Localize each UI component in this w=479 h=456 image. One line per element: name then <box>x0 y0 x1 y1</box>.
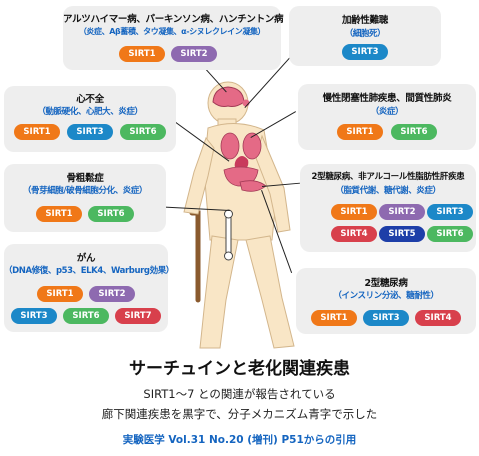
sirt6-badge: SIRT6 <box>63 308 109 324</box>
nafld-title: 2型糖尿病、非アルコール性脂肪性肝疾患 <box>311 172 465 182</box>
neurodegenerative-panel: アルツハイマー病、パーキンソン病、ハンチントン病 （炎症、Aβ蓄積、タウ凝集、α… <box>63 6 284 70</box>
neurodegenerative-title: アルツハイマー病、パーキンソン病、ハンチントン病 <box>63 14 284 25</box>
heart-failure-title: 心不全 <box>76 94 104 105</box>
sirt4-badge: SIRT4 <box>331 226 377 242</box>
caption-line-1: SIRT1〜7 との関連が報告されている <box>143 387 336 401</box>
sirt3-badge: SIRT3 <box>363 310 409 326</box>
femur-bone <box>224 209 233 261</box>
sirt3-badge: SIRT3 <box>67 124 113 140</box>
type2-diabetes-panel: 2型糖尿病 （インスリン分泌、糖耐性） SIRT1 SIRT3 SIRT4 <box>296 268 476 334</box>
sirt4-badge: SIRT4 <box>415 310 461 326</box>
copd-panel: 慢性閉塞性肺疾患、間質性肺炎 （炎症） SIRT1 SIRT6 <box>298 84 476 150</box>
type2-diabetes-mechanism: （インスリン分泌、糖耐性） <box>333 291 439 301</box>
sirt1-badge: SIRT1 <box>14 124 60 140</box>
sirt1-badge: SIRT1 <box>331 204 377 220</box>
sirt1-badge: SIRT1 <box>119 46 165 62</box>
nafld-panel: 2型糖尿病、非アルコール性脂肪性肝疾患 （脂質代謝、糖代謝、炎症） SIRT1 … <box>300 164 476 252</box>
hearing-loss-title: 加齢性難聴 <box>341 15 388 26</box>
sirt2-badge: SIRT2 <box>171 46 217 62</box>
sirt1-badge: SIRT1 <box>337 124 383 140</box>
sirt2-badge: SIRT2 <box>379 204 425 220</box>
sirt5-badge: SIRT5 <box>379 226 425 242</box>
caption-line-2: 廊下関連疾患を黒字で、分子メカニズム青字で示した <box>101 407 378 421</box>
figure-title: サーチュインと老化関連疾患 <box>129 359 350 379</box>
sirt6-badge: SIRT6 <box>427 226 473 242</box>
sirt6-badge: SIRT6 <box>88 206 134 222</box>
nafld-mechanism: （脂質代謝、糖代謝、炎症） <box>335 186 441 196</box>
sirt1-badge: SIRT1 <box>37 286 83 302</box>
osteoporosis-mechanism: （骨芽細胞/破骨細胞分化、炎症） <box>22 186 148 196</box>
sirt1-badge: SIRT1 <box>36 206 82 222</box>
copd-title: 慢性閉塞性肺疾患、間質性肺炎 <box>322 93 452 104</box>
osteoporosis-title: 骨粗鬆症 <box>66 173 104 184</box>
sirt6-badge: SIRT6 <box>391 124 437 140</box>
cane <box>189 210 201 303</box>
sirt6-badge: SIRT6 <box>120 124 166 140</box>
left-leg <box>199 235 239 349</box>
type2-diabetes-title: 2型糖尿病 <box>364 278 408 289</box>
cancer-title: がん <box>76 253 96 264</box>
lung-right <box>242 132 262 160</box>
citation: 実験医学 Vol.31 No.20 (増刊) P51からの引用 <box>122 434 357 446</box>
hearing-loss-panel: 加齢性難聴 （細胞死） SIRT3 <box>289 6 441 66</box>
lung-left <box>220 132 240 160</box>
copd-mechanism: （炎症） <box>370 107 404 117</box>
neurodegenerative-mechanism: （炎症、Aβ蓄積、タウ凝集、α-シヌレクレイン凝集） <box>78 27 266 36</box>
ear-organ <box>242 99 250 107</box>
hearing-loss-mechanism: （細胞死） <box>344 29 386 39</box>
sirt1-badge: SIRT1 <box>311 310 357 326</box>
cancer-mechanism: （DNA修復、p53、ELK4、Warburg効果） <box>4 266 174 276</box>
sirt3-badge: SIRT3 <box>342 44 388 60</box>
pancreas-organ <box>239 180 267 192</box>
right-leg <box>245 235 295 349</box>
sirt3-badge: SIRT3 <box>11 308 57 324</box>
left-arm <box>183 136 215 215</box>
sirt2-badge: SIRT2 <box>89 286 135 302</box>
osteoporosis-panel: 骨粗鬆症 （骨芽細胞/破骨細胞分化、炎症） SIRT1 SIRT6 <box>4 164 166 232</box>
sirt7-badge: SIRT7 <box>115 308 161 324</box>
heart-failure-mechanism: （動脈硬化、心肥大、炎症） <box>37 107 143 117</box>
sirt3-badge: SIRT3 <box>427 204 473 220</box>
cancer-panel: がん （DNA修復、p53、ELK4、Warburg効果） SIRT1 SIRT… <box>4 244 174 332</box>
heart-failure-panel: 心不全 （動脈硬化、心肥大、炎症） SIRT1 SIRT3 SIRT6 <box>4 86 176 152</box>
